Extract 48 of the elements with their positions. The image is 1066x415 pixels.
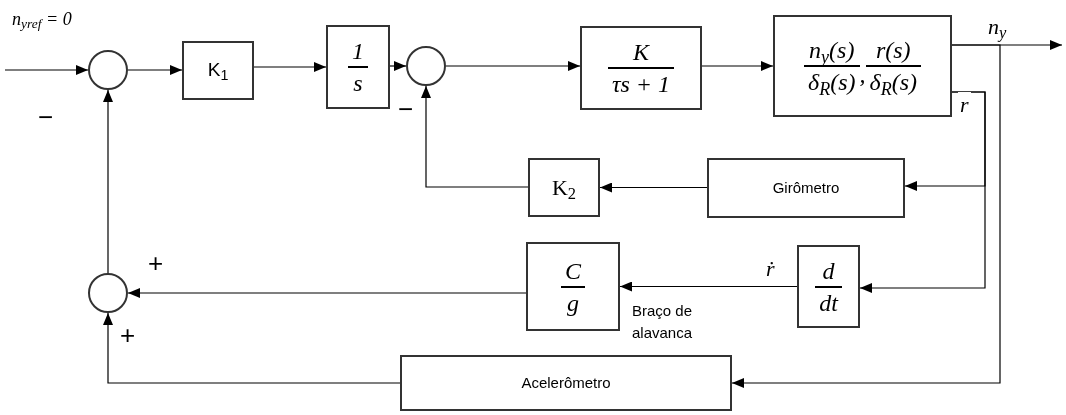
separator: ,	[859, 60, 866, 89]
numerator: 1	[351, 37, 365, 66]
summing-junction	[406, 46, 446, 86]
summing-junction	[88, 273, 128, 313]
sign-label: +	[148, 247, 164, 280]
block-label: Girômetro	[772, 177, 840, 198]
denominator: s	[352, 69, 364, 98]
block-label: Acelerômetro	[521, 372, 611, 393]
arrow	[103, 89, 113, 274]
block-box	[797, 245, 860, 328]
arrow	[4, 65, 89, 75]
block-label: K$_{2}$	[551, 174, 577, 204]
arrow	[445, 61, 581, 71]
signal-note: Braço de alavanca	[632, 301, 694, 343]
arrow	[103, 312, 401, 384]
reference-input-label: n$_{y}$$_{ref}$ = 0	[12, 8, 72, 33]
block-box	[526, 242, 620, 331]
block-box	[182, 41, 254, 100]
arrow	[389, 61, 407, 71]
arrow	[421, 85, 529, 188]
denominator: δ$_{R}$(s)	[807, 68, 857, 97]
numerator: d	[821, 256, 836, 286]
denominator: g	[566, 288, 580, 318]
summing-junction	[88, 50, 128, 90]
block-box	[400, 355, 732, 411]
sign-label: −	[38, 101, 54, 134]
arrow	[701, 61, 774, 71]
denominator: δ$_{R}$(s)	[868, 68, 918, 97]
denominator: dt	[818, 288, 840, 318]
arrow	[859, 91, 986, 293]
arrow	[127, 65, 183, 75]
numerator: K	[632, 38, 651, 67]
block-box	[707, 158, 905, 218]
arrow	[619, 281, 798, 292]
sign-label: +	[120, 319, 136, 352]
sign-label: −	[398, 93, 414, 126]
block-box	[326, 25, 390, 109]
denominator: τs + 1	[610, 70, 672, 99]
arrow	[599, 182, 708, 193]
block-box	[773, 15, 952, 117]
block-label: K$_{1}$	[207, 58, 229, 85]
numerator: r(s)	[874, 36, 912, 65]
arrow	[731, 44, 1001, 388]
block-box	[580, 26, 702, 110]
arrow	[253, 62, 327, 72]
numerator: C	[564, 256, 582, 286]
block-box	[528, 158, 600, 217]
arrow	[127, 288, 527, 298]
